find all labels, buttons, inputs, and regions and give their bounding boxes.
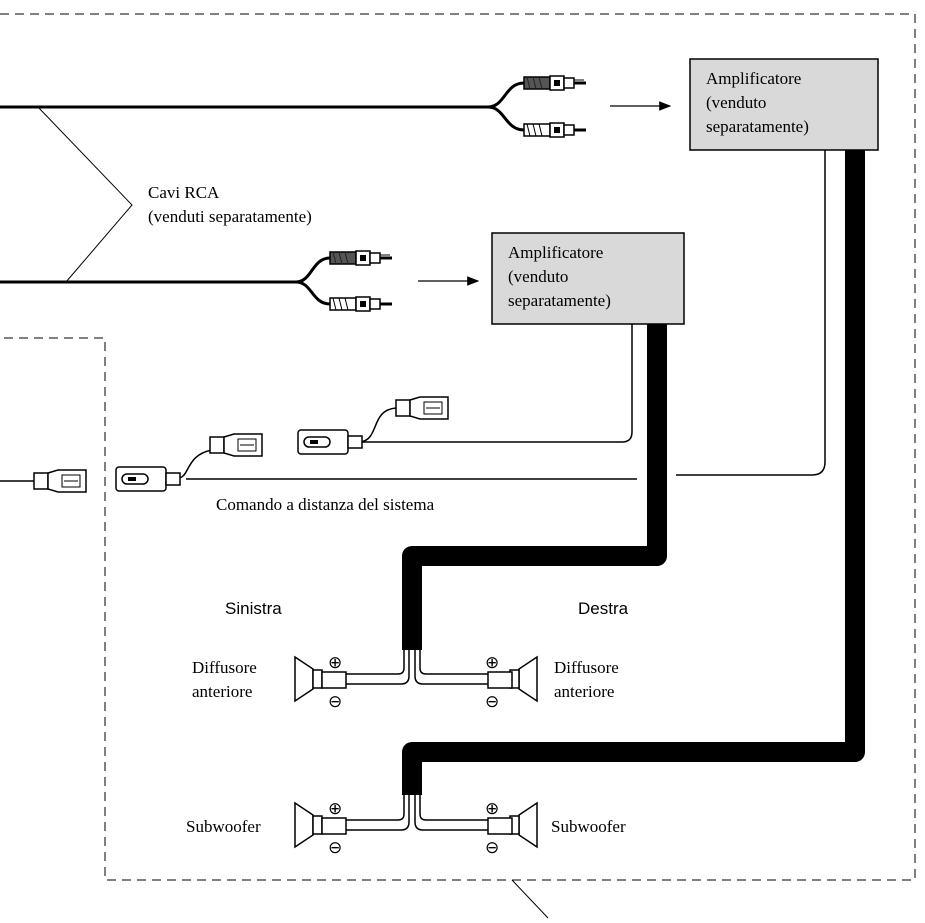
speaker-terminal (487, 817, 513, 835)
amp-mid-line-3: separatamente) (508, 291, 611, 310)
right-label: Destra (578, 599, 629, 618)
front-left-label-line-2: anteriore (192, 682, 252, 701)
wire-connector-icon (395, 396, 449, 420)
left-label: Sinistra (225, 599, 282, 618)
amp-mid-line-2: (venduto (508, 267, 568, 286)
rca-plug-icon (522, 74, 588, 92)
remote-label: Comando a distanza del sistema (216, 495, 435, 514)
minus-icon: ⊖ (328, 692, 342, 712)
rca-plug-icon (522, 121, 588, 139)
plus-icon: ⊕ (485, 653, 499, 673)
front-speaker-wires (345, 646, 510, 685)
amp-top-line-1: Amplificatore (706, 69, 801, 88)
outer-dashed-boundary (0, 13, 916, 881)
amp-top-line-2: (venduto (706, 93, 766, 112)
rca-plug-icon (328, 295, 394, 313)
remote-wires (0, 150, 826, 482)
speaker-icon (294, 656, 323, 702)
front-left-label-line-1: Diffusore (192, 658, 257, 677)
amplifier-top: Amplificatore (venduto separatamente) (689, 58, 879, 151)
minus-icon: ⊖ (485, 838, 499, 858)
rca-cable-top (0, 74, 672, 139)
wire-connector-icon (33, 469, 87, 493)
minus-icon: ⊖ (328, 838, 342, 858)
amplifier-middle: Amplificatore (venduto separatamente) (491, 232, 685, 325)
amp-mid-line-1: Amplificatore (508, 243, 603, 262)
rca-plug-icon (328, 249, 394, 267)
minus-icon: ⊖ (485, 692, 499, 712)
wire-connector-icon (209, 433, 263, 457)
speaker-terminal (487, 671, 513, 689)
rca-cable-bottom (0, 249, 480, 313)
speaker-icon (294, 802, 323, 848)
speaker-terminal (321, 671, 347, 689)
plus-icon: ⊕ (328, 653, 342, 673)
amp-top-line-3: separatamente) (706, 117, 809, 136)
rca-label-line-2: (venduti separatamente) (148, 207, 312, 226)
front-right-label-line-1: Diffusore (554, 658, 619, 677)
plus-icon: ⊕ (328, 799, 342, 819)
wire-connector-icon (115, 466, 181, 492)
rca-bracket (37, 106, 133, 283)
speaker-icon (509, 656, 538, 702)
speaker-terminal (321, 817, 347, 835)
rca-label-line-1: Cavi RCA (148, 183, 220, 202)
sub-speaker-wires (345, 792, 510, 831)
leader-line (511, 879, 549, 919)
wire-connector-icon (297, 429, 363, 455)
plus-icon: ⊕ (485, 799, 499, 819)
sub-right-label: Subwoofer (551, 817, 626, 836)
speaker-cable-front (402, 324, 667, 650)
sub-left-label: Subwoofer (186, 817, 261, 836)
speaker-icon (509, 802, 538, 848)
speaker-cable-sub (402, 150, 865, 795)
front-right-label-line-2: anteriore (554, 682, 614, 701)
